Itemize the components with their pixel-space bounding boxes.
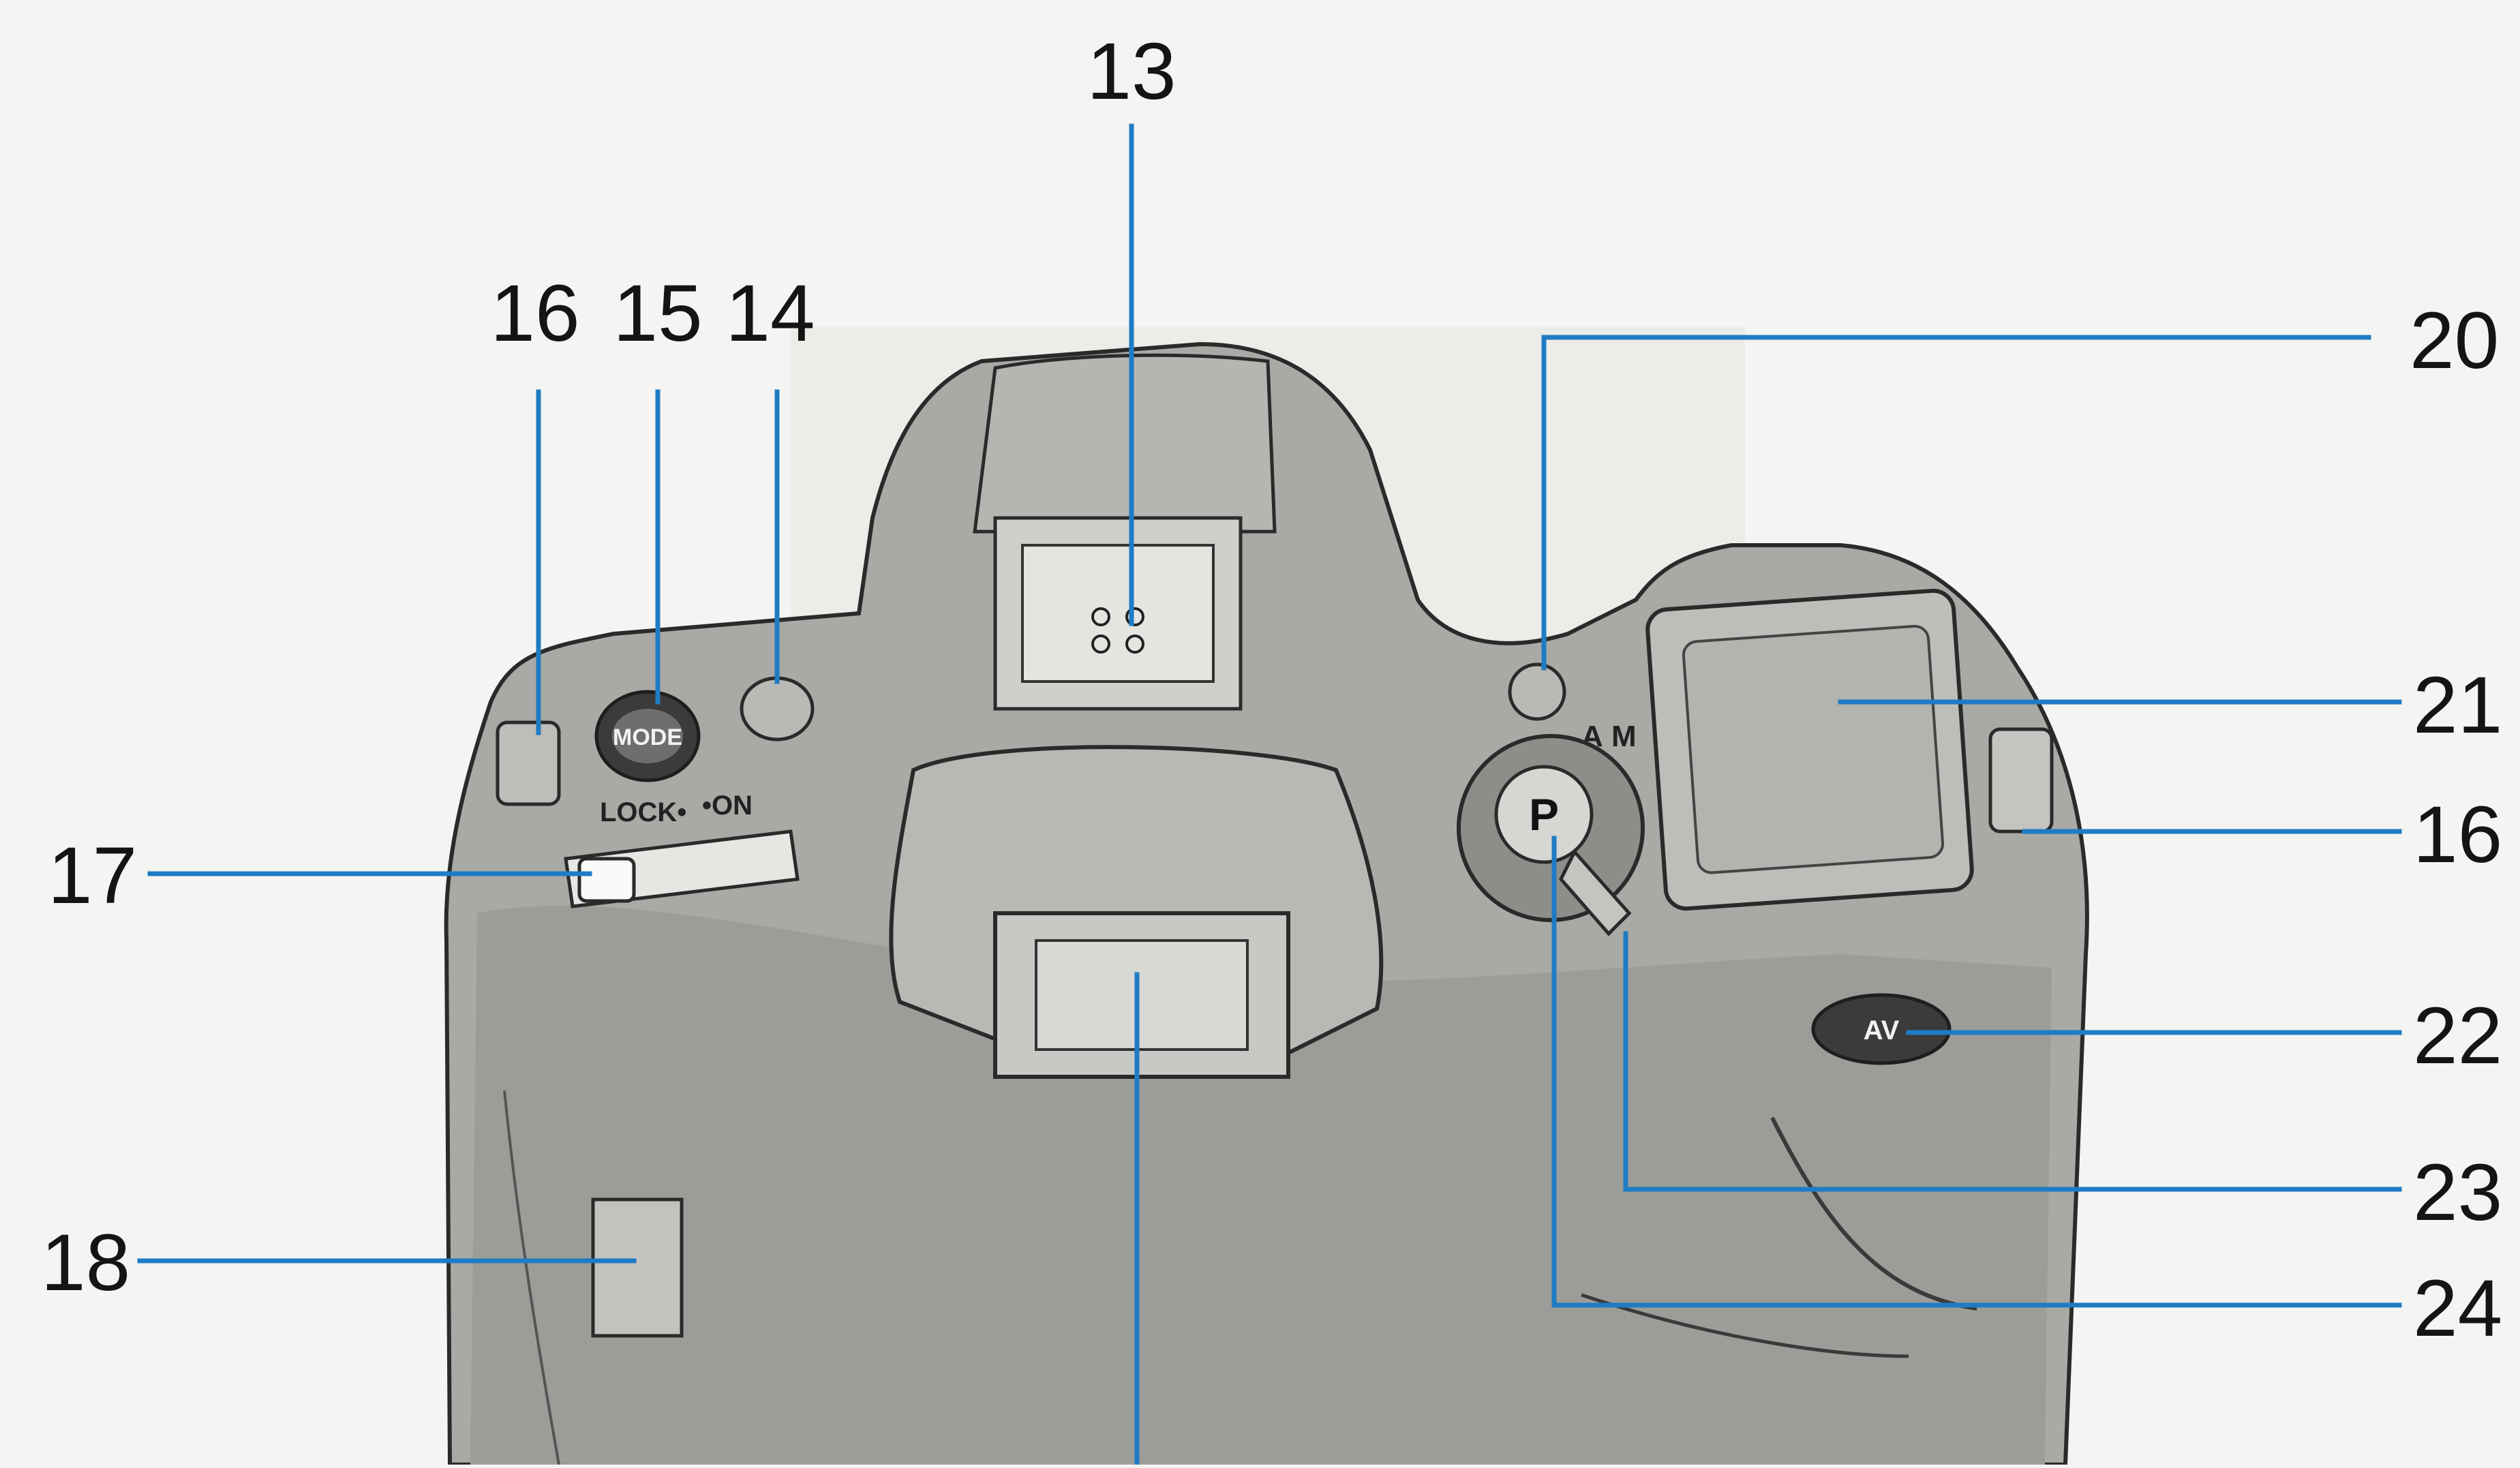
switch-knob[interactable]	[577, 857, 636, 903]
p-button-label: P	[1529, 789, 1559, 840]
ael-button[interactable]	[740, 676, 815, 741]
switch-lock-label: LOCK•	[600, 797, 686, 827]
callout-16-right: 16	[2413, 790, 2502, 880]
callout-20: 20	[2410, 296, 2499, 386]
mode-button-label: MODE	[613, 724, 682, 750]
program-reset-button[interactable]: P	[1457, 734, 1645, 922]
mode-button[interactable]: MODE	[594, 690, 701, 782]
callout-23: 23	[2413, 1148, 2502, 1238]
leader-24	[1551, 836, 2402, 1308]
left-controls: MODE LOCK• •ON	[496, 676, 815, 1338]
callout-15: 15	[613, 269, 702, 358]
function-button[interactable]	[1508, 662, 1566, 721]
callout-13: 13	[1087, 27, 1176, 117]
callout-16-left: 16	[490, 269, 579, 358]
leader-23	[1623, 931, 2402, 1192]
callout-14: 14	[725, 269, 815, 358]
callout-21: 21	[2413, 660, 2502, 750]
callout-22: 22	[2413, 991, 2502, 1081]
callout-17: 17	[48, 831, 137, 921]
callout-labels: 13 14 15 16 16 17 18 20 21 22 23 24	[41, 27, 2502, 1354]
av-button[interactable]: AV	[1811, 993, 1952, 1065]
main-switch[interactable]: LOCK• •ON	[564, 791, 800, 908]
mode-lever[interactable]	[1559, 848, 1632, 936]
right-controls: A M P AV	[1457, 588, 2054, 1065]
callout-18: 18	[41, 1218, 130, 1308]
callout-lines	[137, 123, 2402, 1467]
leader-20	[1541, 335, 2371, 671]
switch-on-label: •ON	[702, 791, 753, 821]
callout-24: 24	[2413, 1264, 2502, 1354]
strap-eyelet-left	[496, 720, 561, 806]
strap-eyelet-right	[1988, 727, 2054, 834]
remote-terminal	[591, 1197, 684, 1338]
av-button-label: AV	[1864, 1015, 1900, 1045]
